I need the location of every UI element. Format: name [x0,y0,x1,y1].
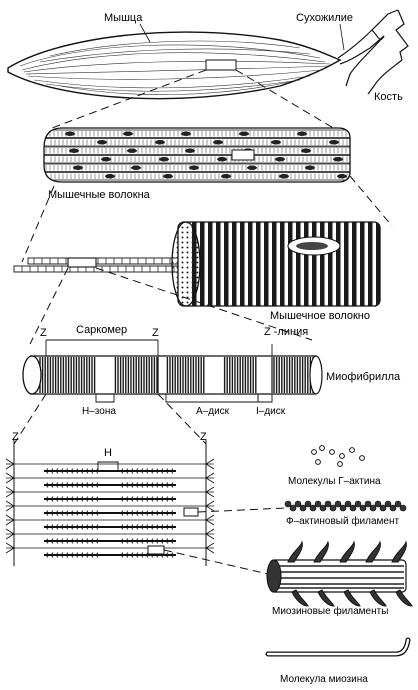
label-z-line: Z -линия [264,326,308,338]
label-bone: Кость [374,91,403,103]
zoom-line-5a [197,507,287,513]
leader-tendon [339,23,345,51]
muscle-zoom-box [205,59,237,71]
myosin-zoom-box [147,545,165,555]
label-g-actin: Молекулы Г–актина [288,476,381,487]
label-z-sarc-left: Z [12,431,19,443]
h-bracket [97,461,119,470]
zoom-line-3b [95,267,313,341]
label-sarcomere: Саркомер [76,324,127,336]
actin-zoom-box [183,507,199,517]
bundle-zoom-box [231,149,255,161]
label-f-actin: Ф–актиновый филамент [286,515,399,527]
label-z-sarc-right: Z [200,431,207,443]
zoom-line-4a [13,393,47,445]
zoom-line-2a [21,185,55,263]
zoom-line-1b [235,69,341,133]
zoom-line-3a [29,267,69,345]
sarcomere-filaments [5,440,215,566]
label-h-zone: H–зона [82,406,116,417]
leader-muscle [139,23,151,43]
tendon-and-bone [337,9,409,95]
myosin-molecule [265,637,411,657]
label-z-left: Z [40,327,47,339]
label-myosin-molecule: Молекула миозина [280,674,368,685]
myosin-filament-bundle [266,540,413,607]
zoom-line-5b [163,549,269,575]
zoom-line-2b [349,175,393,227]
muscle-fiber-bundle [43,127,351,183]
label-myosin-filaments: Миозиновые филаменты [272,605,388,617]
strand-zoom-box [67,257,97,268]
label-i-disk: I–диск [256,406,286,417]
label-tendon: Сухожилие [296,12,353,24]
label-z-right: Z [152,327,159,339]
sarcomere-bracket [45,339,273,356]
f-actin-filament [284,500,407,512]
myofibril [22,355,323,395]
g-actin-molecules [311,445,365,467]
label-a-disk: A–диск [196,406,230,417]
whole-muscle [7,31,342,100]
label-myofibril: Миофибрилла [326,371,401,383]
label-muscle-fiber: Мышечное волокно [270,310,370,322]
zoom-line-4b [157,393,207,445]
label-muscle-fibers: Мышечные волокна [48,189,151,201]
muscle-fiber-cylinder [171,221,381,307]
fiber-cross-section [171,221,201,307]
label-h: H [104,447,112,459]
myofibril-end [22,355,42,395]
label-muscle: Мышца [104,12,143,24]
band-brackets [95,394,273,403]
zoom-line-1a [51,69,207,129]
